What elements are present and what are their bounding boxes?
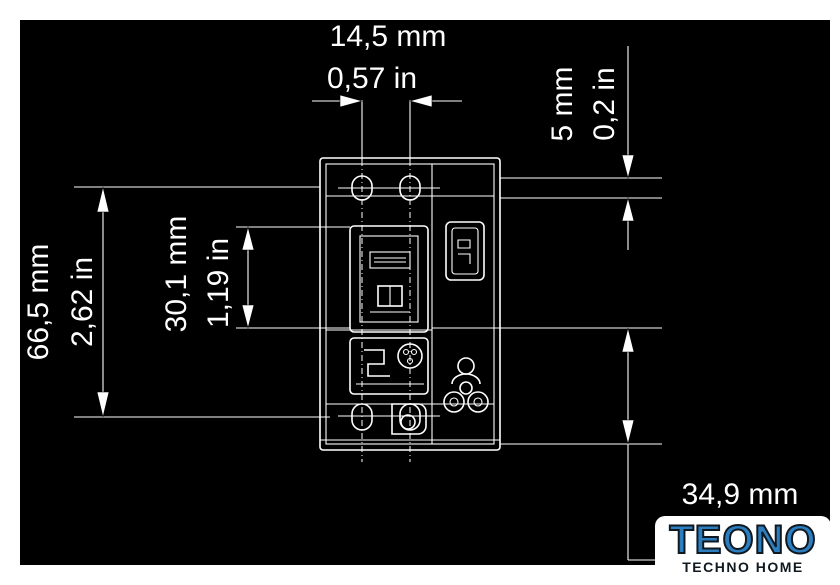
logo-wordmark: TEONO [668,518,817,562]
label-left-height-mm: 66,5 mm [22,244,55,361]
label-right-gap-in: 0,2 in [588,67,621,140]
dimension-center-height [236,225,350,330]
logo-subtitle: TECHNO HOME [682,559,804,575]
label-center-height-in: 1,19 in [202,238,235,328]
bottom-symbol [391,403,427,435]
teono-logo: TEONO TECHNO HOME [655,516,831,578]
lower-connector [349,337,429,395]
dimension-bottom-depth [432,327,662,561]
dimension-left-height [74,186,330,418]
label-top-width-mm: 14,5 mm [330,20,447,53]
terminal-module [349,225,429,333]
label-center-height-mm: 30,1 mm [160,216,193,333]
right-indicator-window [445,221,485,281]
triple-circle-symbol [443,357,489,413]
label-bottom-depth-mm: 34,9 mm [682,478,799,511]
label-top-width-in: 0,57 in [327,62,417,95]
dimension-right-gap [500,46,662,250]
label-right-gap-mm: 5 mm [546,67,579,142]
dimension-top-width [312,94,462,160]
drawing-background [20,20,830,565]
label-left-height-in: 2,62 in [66,257,99,347]
